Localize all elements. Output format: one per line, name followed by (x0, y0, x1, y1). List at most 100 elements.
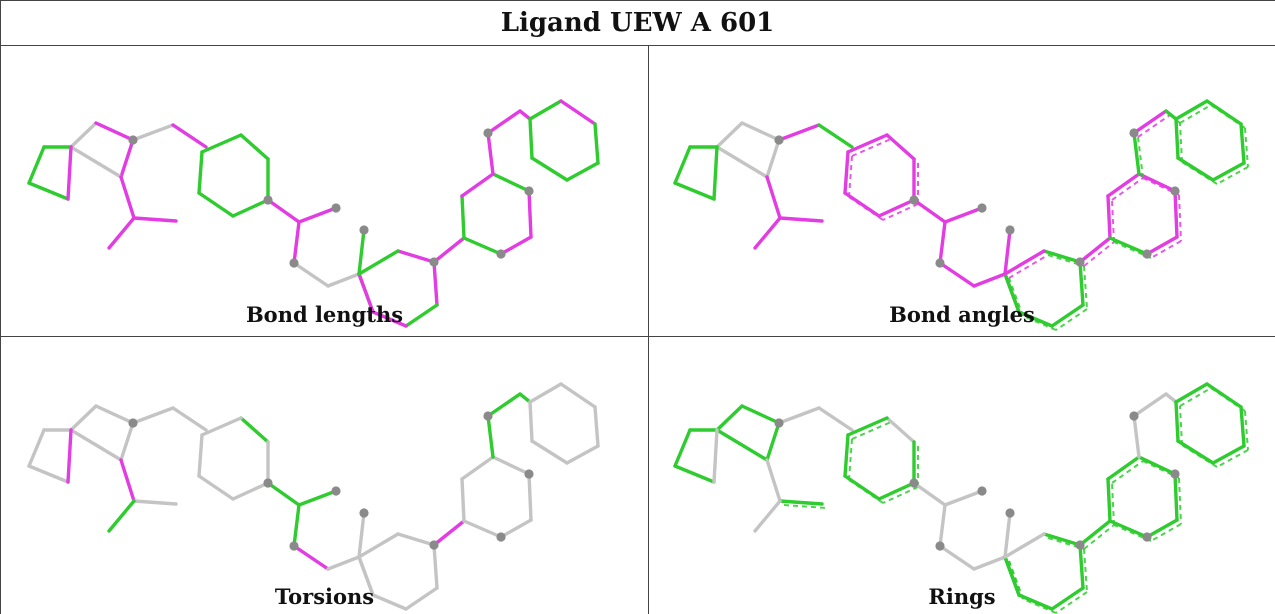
bond-30 (1017, 310, 1054, 328)
bond-42 (1205, 382, 1243, 409)
aromatic-bond-16 (851, 138, 892, 157)
atom-c32 (483, 128, 493, 138)
panel-bond-lengths: Bond lengths (1, 46, 648, 336)
bond-x3 (528, 117, 534, 160)
bond-x1 (1211, 161, 1246, 182)
aromatic-bond-34 (1111, 460, 1144, 484)
atom-r1c (909, 478, 919, 488)
bond-14 (197, 191, 235, 218)
bond-24 (357, 511, 366, 559)
bond-15 (197, 150, 204, 195)
atom-c6 (774, 135, 784, 145)
bond-37 (499, 235, 533, 256)
figure-title: Ligand UEW A 601 (500, 7, 775, 38)
bond-42 (559, 99, 597, 126)
bond-x2 (1176, 439, 1215, 465)
aromatic-bond-32 (1083, 241, 1115, 267)
aromatic-bond-28 (1083, 265, 1088, 310)
aromatic-bond-36 (1178, 477, 1182, 525)
bond-8 (765, 175, 782, 220)
bond-27 (396, 532, 436, 547)
bond-9 (131, 123, 175, 142)
bond-0 (69, 121, 98, 149)
bond-36 (527, 189, 533, 239)
bond-34 (460, 172, 495, 198)
bond-38 (486, 414, 495, 459)
table-divider-middle (0, 336, 1275, 337)
bond-18 (753, 216, 782, 250)
aromatic-bond-33 (1111, 482, 1115, 526)
bond-18 (107, 216, 136, 250)
atom-r2b (429, 540, 439, 550)
atom-c18 (935, 541, 945, 551)
bond-17 (132, 499, 178, 506)
bond-28 (1078, 543, 1085, 590)
bond-x2 (1176, 156, 1215, 182)
aromatic-bond-30 (1022, 315, 1057, 331)
bond-0 (715, 404, 744, 432)
atom-c17 (977, 203, 987, 213)
bond-3 (69, 428, 123, 462)
aromatic-bond-37 (1150, 523, 1182, 542)
aromatic-bond-13 (882, 486, 919, 504)
bond-37 (1145, 235, 1179, 256)
bond-41 (528, 382, 563, 404)
atom-c17 (331, 486, 341, 496)
aromatic-bond-15 (848, 438, 853, 481)
bond-14 (197, 474, 235, 501)
bond-20 (943, 206, 984, 224)
bond-37 (499, 518, 533, 539)
bond-9 (777, 406, 821, 425)
atom-r1c (263, 478, 273, 488)
bond-31 (357, 249, 400, 276)
bond-1 (740, 404, 781, 425)
bond-11 (239, 416, 270, 444)
bond-23 (972, 555, 1007, 571)
bond-x0 (462, 236, 503, 256)
bond-16 (846, 416, 889, 437)
aromatic-bond-17 (783, 504, 827, 509)
bond-29 (404, 586, 439, 611)
atom-r1c (263, 195, 273, 205)
bond-x0 (1108, 519, 1149, 539)
aromatic-bond-26 (1008, 277, 1024, 317)
atom-r2b (1075, 257, 1085, 267)
bond-30 (371, 310, 408, 328)
bond-43 (1239, 405, 1246, 448)
bond-10 (171, 123, 208, 149)
bond-31 (1003, 249, 1046, 276)
bond-40 (518, 109, 532, 121)
bond-38 (1132, 414, 1141, 459)
bond-16 (846, 133, 889, 154)
bond-13 (877, 481, 916, 501)
aromatic-bond-40 (1169, 114, 1181, 124)
bond-32 (1078, 236, 1112, 264)
aromatic-bond-13 (882, 203, 919, 221)
bond-22 (292, 544, 330, 571)
panel-caption: Rings (928, 584, 996, 609)
bond-43 (593, 405, 600, 448)
bond-0 (715, 121, 744, 149)
atom-r1c (909, 195, 919, 205)
atom-c6 (128, 418, 138, 428)
bond-15 (843, 150, 850, 195)
bond-8 (119, 458, 136, 503)
bond-13 (231, 481, 270, 501)
table-border-top (0, 0, 1275, 1)
bond-x3 (528, 400, 534, 443)
aromatic-bond-26 (1008, 560, 1024, 600)
bond-9 (777, 123, 821, 142)
bond-6 (673, 464, 716, 484)
aromatic-bond-43 (1244, 127, 1249, 168)
atom-c17 (977, 486, 987, 496)
bond-17 (778, 216, 824, 223)
bond-38 (486, 131, 495, 176)
bond-5 (27, 145, 46, 185)
bond-35 (491, 455, 531, 476)
bond-19 (912, 481, 947, 507)
bond-36 (527, 472, 533, 522)
bond-x1 (565, 161, 600, 182)
molecule-diagram-rings (673, 382, 1249, 614)
bond-33 (460, 477, 466, 523)
aromatic-bond-35 (1142, 460, 1180, 479)
